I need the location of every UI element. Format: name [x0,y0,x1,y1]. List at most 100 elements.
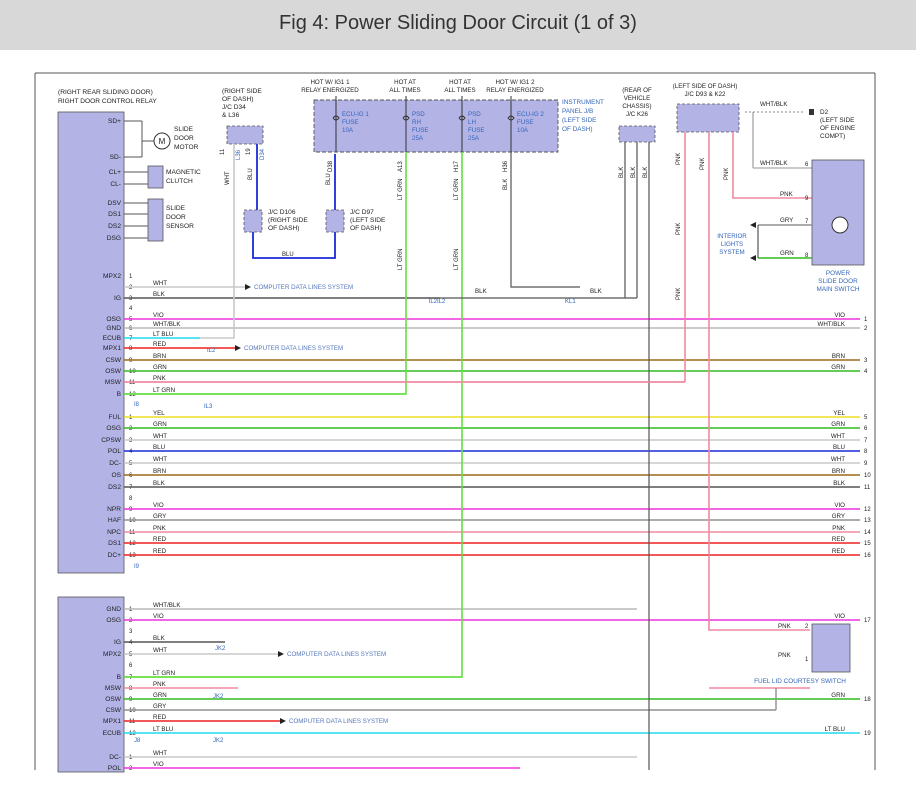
connector-id: I9 [134,564,140,570]
wire-color-label: RED [153,714,167,721]
jc-d97-connector [325,209,345,233]
connector-id: J8 [134,738,141,744]
wire-color-label: BLK [590,288,603,295]
relay-pin-GND: GND [106,606,121,613]
jc-d97-label: J/C D97 [350,209,374,216]
right-wire-number: 15 [864,541,871,547]
rear-chassis-label: VEHICLE [624,95,650,102]
relay-pin-DC-: DC- [109,754,121,761]
pin-number: 2 [129,766,133,772]
wire-color-label: PNK [700,158,706,170]
jc-d106-connector [243,209,263,233]
pin-number: 8 [129,346,133,352]
right-wire-label: GRY [832,513,845,520]
pin-number: 12 [129,731,136,737]
right-wire-label: WHT [831,433,845,440]
relay-header-1: (RIGHT REAR SLIDING DOOR) [58,89,153,96]
right-wire-number: 8 [864,449,868,455]
wire-color-label: WHT/BLK [153,602,181,609]
right-wire-label: VIO [834,312,845,319]
pin-number: 3 [129,296,133,302]
arrow-icon [750,255,756,261]
relay-pin-DS2: DS2 [108,223,121,230]
pin-number: 9 [129,507,133,513]
relay-pin-IG: IG [114,295,121,302]
right-wire-number: 2 [864,326,868,332]
right-wire-number: 14 [864,530,871,536]
wire-color-label: BLK [153,635,166,642]
wire-color-label: BLK [475,288,488,295]
jc-d34-pin: 11 [220,148,226,155]
wire-color-label: BLK [631,167,637,178]
right-wire-label: PNK [832,525,846,532]
pin-number: 8 [129,496,133,502]
relay-pin-OSW: OSW [105,368,122,375]
wire-lt-grn-b [124,152,407,395]
fuse-label: 10A [342,127,354,134]
connector-id: I8 [134,402,140,408]
hot-label: RELAY ENERGIZED [486,87,544,94]
right-wire-label: BLK [833,480,846,487]
right-wire-label: WHT/BLK [817,321,845,328]
motor-label: MOTOR [174,144,199,151]
fuse-label: FUSE [342,119,359,126]
main-switch-label: SLIDE DOOR [818,278,858,285]
hot-label: ALL TIMES [389,87,420,94]
wire-color-label: YEL [153,410,165,417]
arrow-icon [278,651,284,657]
wire-color-label: WHT [153,280,167,287]
right-wire-label: RED [832,548,846,555]
computer-data-lines-label: COMPUTER DATA LINES SYSTEM [289,718,388,725]
fuse-label: RH [412,119,421,126]
rear-chassis-label: (REAR OF [622,87,652,94]
wire-color-label: GRY [780,217,793,224]
main-switch-box [811,159,865,266]
jc-d97-label: OF DASH) [350,225,382,232]
connector-id: JK2 [213,694,224,700]
relay-pin-POL: POL [108,448,122,455]
pin-number: 7 [805,219,809,225]
pin-number: 3 [129,629,133,635]
relay-pin-SD+: SD+ [108,118,121,125]
relay-pin-DC+: DC+ [108,552,122,559]
relay-pin-B: B [117,391,122,398]
relay-pin-GND: GND [106,325,121,332]
jc-d106-label: OF DASH) [268,225,300,232]
wire-color-label: LT GRN [398,249,404,270]
wire-color-label: BLU [282,252,294,258]
main-switch-lamp-icon [831,216,849,234]
wire-color-label: VIO [153,761,164,768]
rear-chassis-label: J/C K26 [626,111,649,118]
pin-number: 7 [129,485,133,491]
pin-number: 11 [129,719,136,725]
motor-label: SLIDE [174,126,194,133]
jc-d34-label: (RIGHT SIDE [222,88,262,95]
pin-number: 6 [129,473,133,479]
connector-id: KL1 [565,299,576,305]
pin-number: 9 [805,196,809,202]
wire-blk-h36 [510,152,580,288]
right-wire-number: 6 [864,426,868,432]
wire-color-label: GRN [153,421,167,428]
relay-pin-NPR: NPR [107,506,121,513]
right-wire-label: VIO [834,502,845,509]
right-wire-number: 18 [864,697,871,703]
connector-pin: H36 [503,160,509,172]
pin-number: 7 [129,675,133,681]
fuse-label: FUSE [412,127,429,134]
pin-number: 2 [129,618,133,624]
wire-color-label: BRN [153,353,166,360]
arrow-icon [245,284,251,290]
fuel-lid-switch-box [811,623,851,673]
relay-pin-CSW: CSW [106,357,122,364]
relay-pin-CPSW: CPSW [101,437,122,444]
clutch-symbol [147,165,164,189]
pin-number: 4 [129,449,133,455]
relay-pin-OSG: OSG [106,617,121,624]
pin-number: 10 [129,518,136,524]
jc-d34-label: & L36 [222,112,240,119]
right-wire-number: 3 [864,358,868,364]
fuse-label: PSD [412,111,425,118]
wire-color-label: BLK [619,167,625,178]
pin-number: 6 [129,326,133,332]
